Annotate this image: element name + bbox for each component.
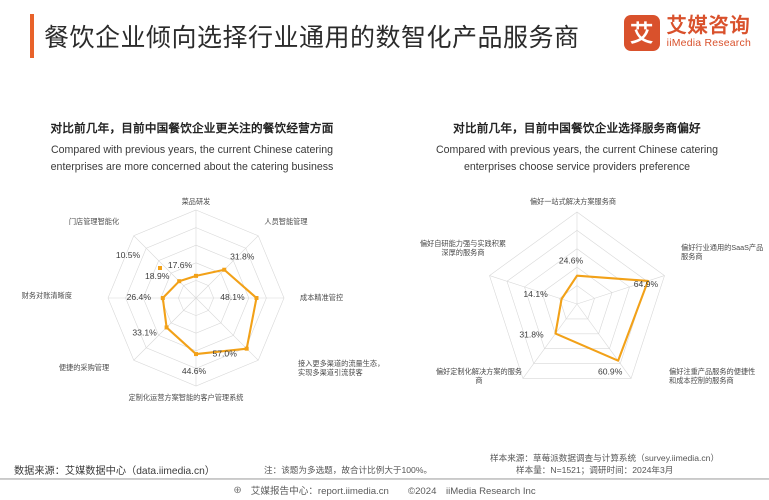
report-center-link[interactable]: 艾媒报告中心：report.iimedia.cn ©2024 iiMedia R… bbox=[250, 486, 536, 497]
radar-value-label: 26.4% bbox=[127, 292, 152, 302]
radar-axis-label: 和成本控制的服务商 bbox=[669, 376, 734, 385]
radar-data-point bbox=[194, 273, 198, 278]
radar-data-point bbox=[158, 266, 162, 270]
radar-chart-left: 17.6% 31.8% 48.1% 57.0% 44.6% 33.1% 26.4% 18.9%… bbox=[0, 194, 384, 416]
logo-mark-icon: 艾 bbox=[623, 15, 660, 51]
radar-series-path bbox=[554, 274, 650, 362]
logo-name-cn: 艾媒咨询 bbox=[666, 14, 751, 37]
panel-right-title-en: Compared with previous years, the curren… bbox=[435, 144, 719, 174]
panel-left: 对比前几年，目前中国餐饮企业更关注的餐饮经营方面 Compared with p… bbox=[0, 76, 384, 416]
radar-axis-spoke bbox=[576, 303, 632, 379]
radar-value-label: 31.8% bbox=[519, 330, 544, 340]
radar-axis-label: 偏好自研能力强与实践积累 bbox=[420, 239, 506, 248]
radar-axis-label: 门店管理智能化 bbox=[69, 217, 119, 226]
radar-axis-label: 人员智能管理 bbox=[264, 217, 307, 226]
radar-axis-label: 菜品研发 bbox=[182, 197, 211, 206]
radar-value-label: 31.8% bbox=[230, 252, 255, 262]
radar-data-point bbox=[164, 325, 169, 330]
radar-data-point bbox=[177, 279, 182, 284]
radar-grid-ring bbox=[506, 230, 648, 364]
sample-source-line1: 样本来源：草莓派数据调查与计算系统（survey.iimedia.cn） bbox=[490, 453, 720, 463]
radar-axis-label: 实现多渠道引流获客 bbox=[298, 368, 363, 377]
radar-value-label: 33.1% bbox=[132, 327, 157, 337]
radar-axis-label: 定制化运营方案智能的客户管理系统 bbox=[128, 393, 243, 402]
logo-name-en: iiMedia Research bbox=[666, 36, 751, 49]
panel-right-title-cn: 对比前几年，目前中国餐饮企业选择服务商偏好 bbox=[453, 122, 701, 135]
radar-value-label: 10.5% bbox=[116, 250, 141, 260]
radar-axis-label: 接入更多渠道的流量生态， bbox=[298, 359, 384, 368]
panel-left-title-en: Compared with previous years, the curren… bbox=[50, 144, 334, 174]
footer-divider bbox=[0, 478, 769, 479]
radar-grid-ring bbox=[541, 266, 613, 335]
radar-data-point bbox=[160, 296, 165, 300]
source-left: 数据来源：艾媒数据中心（data.iimedia.cn） bbox=[14, 466, 215, 477]
radar-left-svg: 17.6% 31.8% 48.1% 57.0% 44.6% 33.1% 26.4% 18.9%… bbox=[22, 197, 384, 402]
radar-value-label: 44.6% bbox=[182, 366, 207, 376]
radar-axis-spoke bbox=[522, 303, 578, 379]
header: 餐饮企业倾向选择行业通用的数智化产品服务商 艾 艾媒咨询 iiMedia Res… bbox=[0, 0, 769, 72]
bottom-bar: ⊕ 艾媒报告中心：report.iimedia.cn ©2024 iiMedia… bbox=[0, 479, 769, 500]
radar-chart-right: 24.6% 64.9% 60.9% 31.8% 14.1% 偏好一站式解决方案服务商偏好行… bbox=[385, 194, 769, 416]
radar-value-label: 57.0% bbox=[212, 349, 237, 359]
panel-left-title-cn: 对比前几年，目前中国餐饮企业更关注的餐饮经营方面 bbox=[50, 122, 334, 135]
radar-axis-label: 便捷的采购管理 bbox=[59, 363, 109, 372]
radar-value-label: 17.6% bbox=[168, 260, 193, 270]
radar-grid-ring bbox=[489, 211, 665, 379]
sample-source-line2: 样本量：N=1521；调研时间：2024年3月 bbox=[516, 465, 674, 475]
radar-axis-label: 偏好行业通用的SaaS产品 bbox=[681, 243, 763, 252]
radar-value-label: 24.6% bbox=[559, 256, 584, 266]
radar-axis-label: 成本精准管控 bbox=[300, 293, 343, 302]
radar-data-point bbox=[244, 346, 249, 351]
radar-axis-label: 财务对账清晰度 bbox=[22, 291, 72, 300]
radar-axis-label: 商 bbox=[475, 376, 482, 385]
radar-value-label: 48.1% bbox=[220, 292, 245, 302]
radar-axis-spoke bbox=[133, 235, 197, 299]
brand-logo: 艾 艾媒咨询 iiMedia Research bbox=[623, 14, 751, 51]
note-multi-choice: 注：该题为多选题，故合计比例大于100%。 bbox=[264, 465, 433, 475]
radar-axis-label: 深厚的服务商 bbox=[441, 248, 484, 257]
radar-data-point bbox=[254, 296, 259, 300]
radar-axis-label: 偏好一站式解决方案服务商 bbox=[530, 197, 616, 206]
radar-data-point bbox=[194, 352, 198, 357]
radar-data-point bbox=[222, 267, 227, 272]
radar-value-label: 60.9% bbox=[598, 367, 623, 377]
radar-axis-spoke bbox=[195, 235, 259, 299]
radar-grid-ring bbox=[524, 248, 630, 349]
radar-value-label: 14.1% bbox=[523, 289, 548, 299]
radar-value-label: 64.9% bbox=[634, 279, 659, 289]
logo-text-group: 艾媒咨询 iiMedia Research bbox=[666, 14, 751, 51]
page-title: 餐饮企业倾向选择行业通用的数智化产品服务商 bbox=[44, 24, 580, 52]
panel-right: 对比前几年，目前中国餐饮企业选择服务商偏好 Compared with prev… bbox=[385, 76, 769, 416]
title-accent-bar bbox=[30, 14, 34, 58]
radar-value-label: 18.9% bbox=[145, 271, 170, 281]
radar-axis-label: 偏好定制化解决方案的服务 bbox=[436, 367, 522, 376]
radar-axis-label: 偏好注重产品服务的便捷性 bbox=[669, 367, 755, 376]
radar-axis-spoke bbox=[576, 275, 665, 305]
globe-icon: ⊕ bbox=[233, 484, 242, 496]
radar-axis-label: 服务商 bbox=[681, 252, 703, 261]
radar-right-svg: 24.6% 64.9% 60.9% 31.8% 14.1% 偏好一站式解决方案服务商偏好行… bbox=[420, 197, 763, 385]
